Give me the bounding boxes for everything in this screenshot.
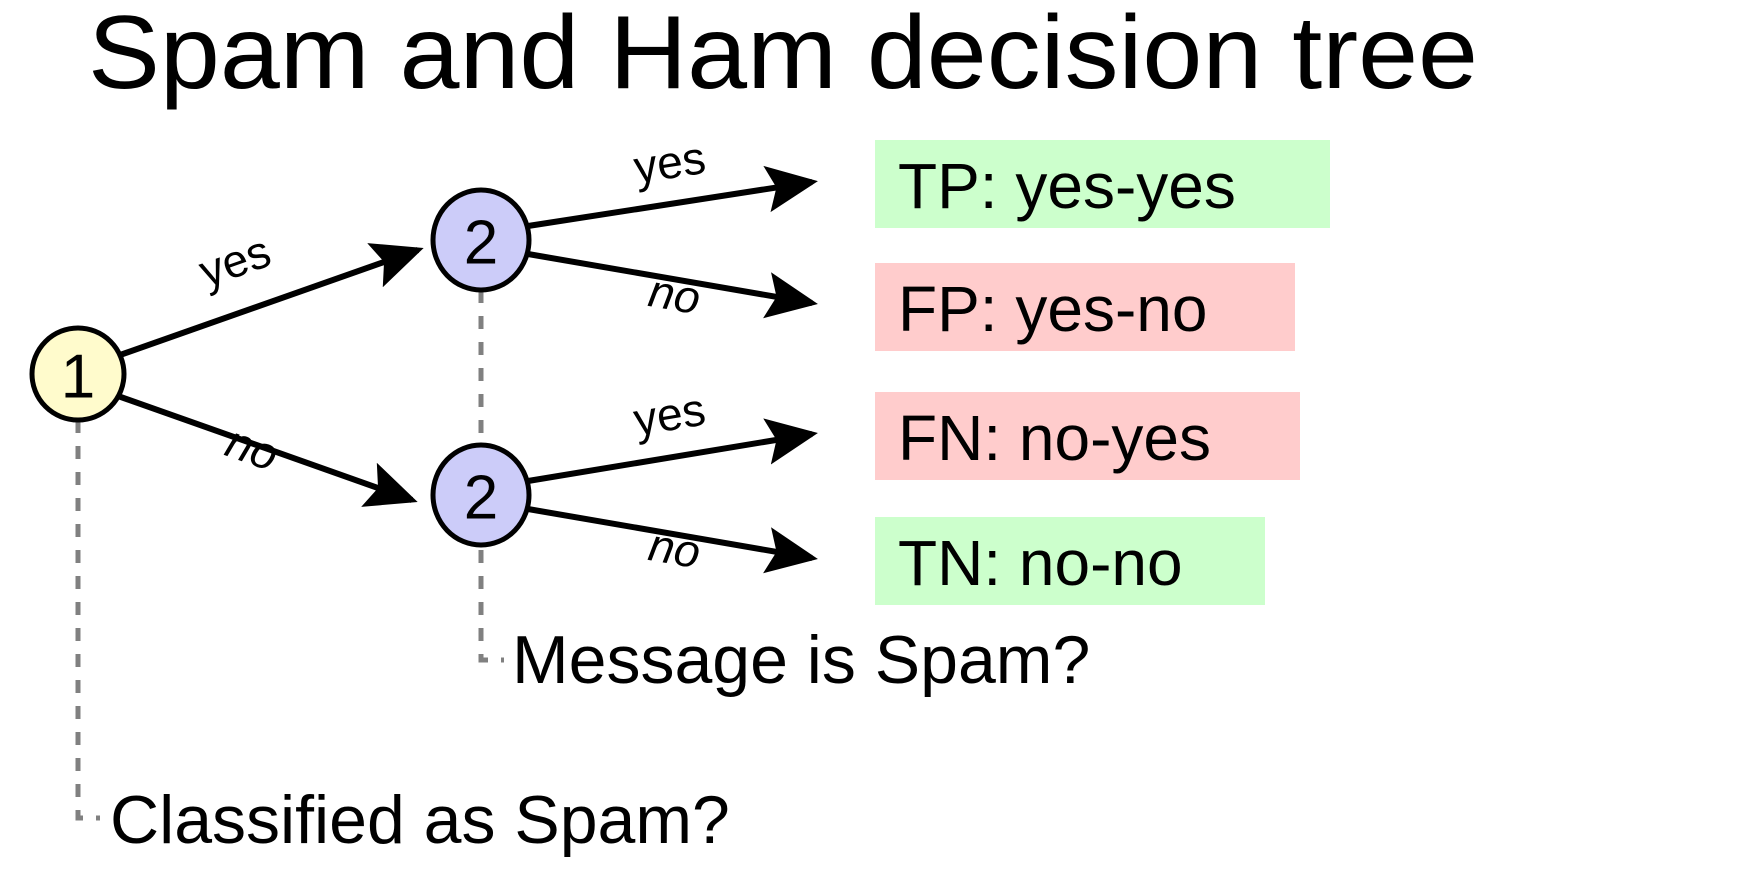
node-root[interactable]: 1 xyxy=(29,325,127,423)
node-branch-no-shape[interactable] xyxy=(430,442,532,548)
edge-label-yes-no: no xyxy=(645,264,704,324)
edge-no-to-fn xyxy=(527,418,818,484)
outcome-tn-box[interactable] xyxy=(875,517,1265,605)
outcome-fp-box[interactable] xyxy=(875,263,1295,351)
edge-label-root-yes: yes xyxy=(192,224,277,297)
node-branch-yes[interactable]: 2 xyxy=(430,187,532,293)
edge-root-to-no xyxy=(116,393,418,507)
edge-label-no-no: no xyxy=(645,518,704,578)
node-branch-yes-label: 2 xyxy=(464,209,498,278)
outcome-tn-label: TN: no-no xyxy=(898,527,1183,599)
edge-yes-to-tp xyxy=(527,165,818,229)
node-branch-no-label: 2 xyxy=(464,464,498,533)
outcome-fn[interactable]: FN: no-yes xyxy=(875,392,1300,480)
edge-label-no-yes: yes xyxy=(630,383,709,446)
annotation-line-branch xyxy=(478,290,504,663)
page-title: Spam and Ham decision tree xyxy=(88,0,1478,111)
node-root-shape[interactable] xyxy=(29,325,127,423)
outcome-fn-box[interactable] xyxy=(875,392,1300,480)
outcome-fp-label: FP: yes-no xyxy=(898,273,1207,345)
edge-label-root-no: no xyxy=(220,415,286,481)
outcome-tp-label: TP: yes-yes xyxy=(898,150,1236,222)
outcome-fp[interactable]: FP: yes-no xyxy=(875,263,1295,351)
edge-label-yes-yes: yes xyxy=(630,131,709,193)
outcome-fn-label: FN: no-yes xyxy=(898,402,1211,474)
edge-root-to-yes xyxy=(119,243,424,358)
annotation-line-root xyxy=(75,420,100,821)
outcome-tn[interactable]: TN: no-no xyxy=(875,517,1265,605)
node-root-label: 1 xyxy=(61,343,95,412)
outcome-tp[interactable]: TP: yes-yes xyxy=(875,140,1330,228)
edge-no-to-tn xyxy=(527,506,818,574)
caption-message-is-spam: Message is Spam? xyxy=(512,622,1090,698)
node-branch-no[interactable]: 2 xyxy=(430,442,532,548)
node-branch-yes-shape[interactable] xyxy=(430,187,532,293)
outcome-tp-box[interactable] xyxy=(875,140,1330,228)
caption-classified-as-spam: Classified as Spam? xyxy=(110,782,730,858)
edge-yes-to-fp xyxy=(527,251,818,319)
